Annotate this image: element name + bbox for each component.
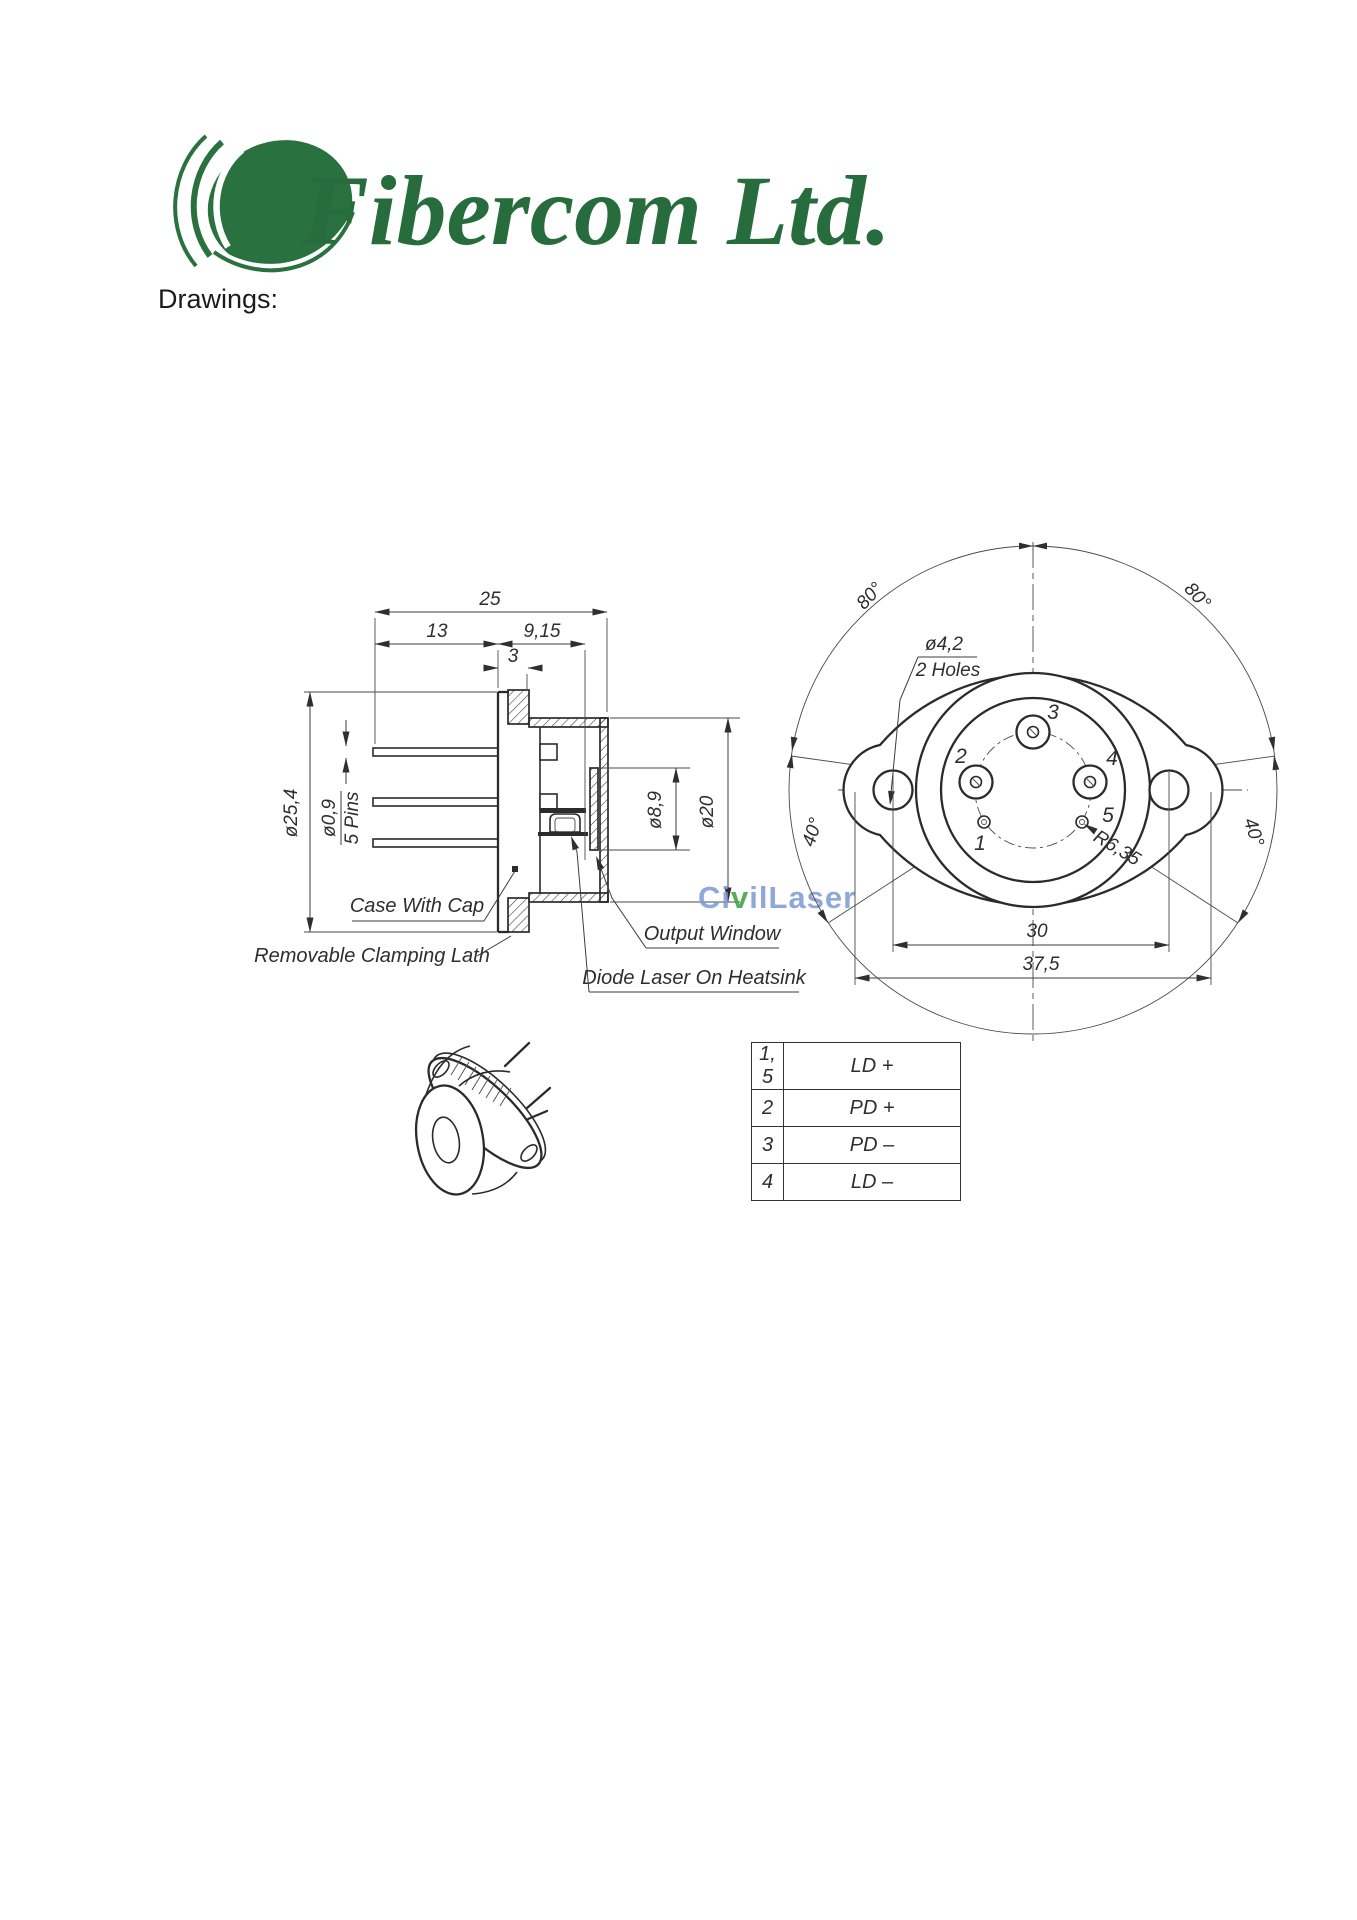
iso-knurl xyxy=(450,1056,512,1107)
watermark-v: v xyxy=(731,880,749,915)
pin-number-1: 1 xyxy=(974,832,986,855)
label-diode-laser-on-heatsink: Diode Laser On Heatsink xyxy=(582,967,806,989)
watermark-part: Ci xyxy=(698,880,731,915)
pin-3 xyxy=(1015,714,1051,750)
dim-pin-length: 13 xyxy=(426,621,448,642)
pin-dia-callout: ø0,9 5 Pins xyxy=(319,791,363,845)
clamp-lath-bottom xyxy=(507,897,530,933)
pin-bottom xyxy=(372,838,499,848)
dim-hole-dia: ø4,2 xyxy=(925,634,963,655)
label-case-with-cap: Case With Cap xyxy=(350,895,484,917)
pin-number-3: 3 xyxy=(1047,701,1059,724)
pin-mid xyxy=(372,797,499,807)
pin-1 xyxy=(977,815,991,829)
signal-cell: LD + xyxy=(783,1042,961,1090)
dim-hole-span: 30 xyxy=(1026,921,1048,942)
front-view-drawing: 1 2 3 4 5 80° 80° 40° 40° xyxy=(786,542,1280,1042)
iso-slot-bottom xyxy=(520,1144,538,1162)
company-logo: Fibercom Ltd. xyxy=(173,134,891,280)
table-row: 1, 5 LD + xyxy=(751,1042,961,1090)
diode-heatsink xyxy=(538,808,588,836)
watermark-part: ilLaser xyxy=(749,880,856,915)
cap-wall-front xyxy=(599,717,609,903)
side-view-labels: Case With Cap Removable Clamping Lath Ou… xyxy=(254,834,807,993)
signal-cell: LD – xyxy=(783,1163,961,1201)
dim-total-length: 25 xyxy=(478,589,501,610)
dim-window-dia: ø8,9 xyxy=(645,791,666,829)
dim-angle-right: 40° xyxy=(1239,815,1268,849)
dim-cap-length: 9,15 xyxy=(524,621,561,642)
table-row: 4 LD – xyxy=(751,1163,961,1201)
signal-cell: PD + xyxy=(783,1089,961,1127)
hole-callout: ø4,2 2 Holes xyxy=(886,634,981,806)
pin-number-2: 2 xyxy=(954,745,967,768)
pin-number-5: 5 xyxy=(1102,804,1114,827)
dim-angle-left: 40° xyxy=(798,815,827,849)
pin-top xyxy=(372,747,499,757)
watermark: CivilLaser xyxy=(698,880,856,915)
page-title: Drawings: xyxy=(158,284,279,314)
output-window-glass xyxy=(589,767,599,851)
cap-circle xyxy=(939,696,1127,884)
front-view-bottom-dims: 30 37,5 xyxy=(854,772,1212,985)
dim-cap-dia: ø20 xyxy=(697,795,718,828)
side-view-drawing: 25 13 9,15 3 ø25,4 ø0,9 5 Pins xyxy=(254,589,807,993)
iso-aperture xyxy=(431,1116,461,1164)
iso-view-drawing xyxy=(414,1041,552,1196)
logo-globe-icon xyxy=(173,134,355,280)
dim-pin-dia: ø0,9 xyxy=(319,799,340,837)
cap-wall-bottom xyxy=(528,892,609,903)
table-row: 2 PD + xyxy=(751,1089,961,1127)
dim-angle-top-right: 80° xyxy=(1180,579,1215,615)
dim-pin-count: 5 Pins xyxy=(342,791,363,844)
pin-assignment-table: 1, 5 LD + 2 PD + 3 PD – 4 LD – xyxy=(751,1042,961,1201)
table-row: 3 PD – xyxy=(751,1126,961,1164)
side-view-dimensions: 25 13 9,15 3 ø25,4 ø0,9 5 Pins xyxy=(281,589,740,933)
pin-number-4: 4 xyxy=(1106,747,1118,770)
pin-cell: 4 xyxy=(751,1163,784,1201)
dim-hole-qty: 2 Holes xyxy=(915,660,981,681)
pin-cell: 1, 5 xyxy=(751,1042,784,1090)
label-removable-clamping-lath: Removable Clamping Lath xyxy=(254,945,490,967)
dim-overall-width: 37,5 xyxy=(1023,954,1060,975)
pin-cell: 3 xyxy=(751,1126,784,1164)
dim-clamp-width: 3 xyxy=(508,646,519,667)
can-outer-circle xyxy=(914,671,1152,909)
pin-cell: 2 xyxy=(751,1089,784,1127)
pin-2 xyxy=(958,764,994,800)
dim-angle-top-left: 80° xyxy=(852,578,887,614)
pin-4 xyxy=(1072,764,1108,800)
brand-name: Fibercom Ltd. xyxy=(301,155,891,266)
clamp-lath-top xyxy=(507,689,530,725)
signal-cell: PD – xyxy=(783,1126,961,1164)
cap-wall-top xyxy=(528,717,609,728)
dim-flange-dia: ø25,4 xyxy=(281,789,302,838)
label-output-window: Output Window xyxy=(644,923,782,945)
